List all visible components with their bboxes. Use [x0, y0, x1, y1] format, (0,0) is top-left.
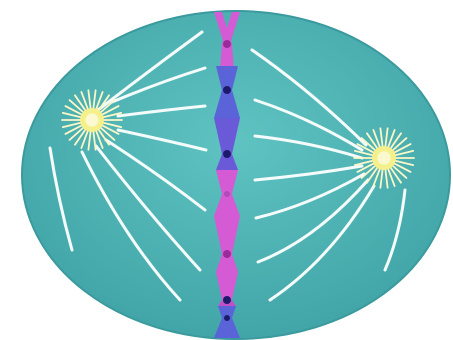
- centromere: [223, 296, 231, 304]
- centromere: [223, 150, 231, 158]
- centromere: [223, 250, 231, 258]
- centromere: [224, 315, 230, 321]
- centromere: [224, 191, 230, 197]
- centromere: [223, 40, 231, 48]
- centrosome-center: [377, 151, 390, 164]
- centrosome-center: [85, 113, 98, 126]
- centromere: [223, 86, 231, 94]
